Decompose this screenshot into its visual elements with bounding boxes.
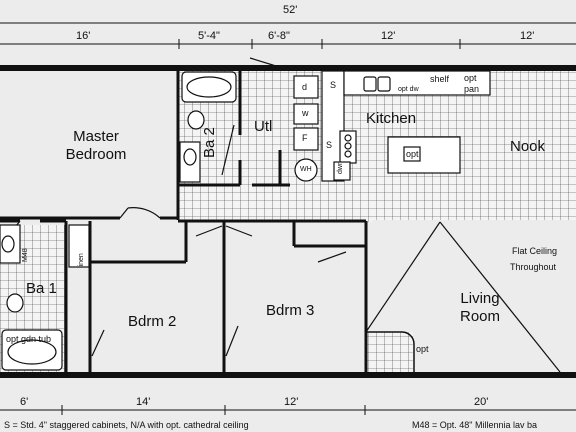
room-master-bedroom: Master Bedroom <box>46 128 146 164</box>
label-dwr: dwr <box>337 162 344 174</box>
bath1-fixtures <box>0 224 90 371</box>
label-linen: linen <box>78 253 85 268</box>
label-s-bottom: S <box>326 140 333 150</box>
label-opt-pan-2: pan <box>464 84 480 94</box>
bath2-fixtures <box>179 71 237 183</box>
legend-s: S = Std. 4" staggered cabinets, N/A with… <box>4 420 249 430</box>
room-nook: Nook <box>510 138 546 155</box>
dim-bottom-2: 14' <box>136 396 151 408</box>
dim-bottom-4: 20' <box>474 396 489 408</box>
label-shelf: shelf <box>430 74 450 84</box>
room-bath1: Ba 1 <box>26 280 57 297</box>
room-kitchen: Kitchen <box>366 110 417 127</box>
room-bath2: Ba 2 <box>201 127 218 158</box>
dim-bottom-3: 12' <box>284 396 299 408</box>
legend-m48: M48 = Opt. 48" Millennia lav ba <box>412 420 538 430</box>
dim-bottom-1: 6' <box>20 396 29 408</box>
label-furnace: F <box>302 133 308 143</box>
room-living-line1: Living <box>460 290 500 307</box>
room-bedroom3: Bdrm 3 <box>266 302 315 319</box>
room-living-room: Living Room <box>436 290 524 326</box>
label-opt-pan-1: opt <box>464 73 477 83</box>
interior-walls <box>0 68 368 372</box>
label-opt-dw: opt dw <box>398 86 419 93</box>
label-opt-fireplace: opt <box>416 344 429 354</box>
exterior-walls <box>0 65 576 378</box>
legend-m48-wrap: M48 = Opt. 48" Millennia lav ba <box>412 420 576 432</box>
room-utility: Utl <box>254 118 273 135</box>
dim-top-4: 12' <box>381 30 396 42</box>
dim-top-5: 12' <box>520 30 535 42</box>
label-washer: w <box>302 108 309 118</box>
room-master-line1: Master <box>73 128 119 145</box>
room-bedroom2: Bdrm 2 <box>128 313 177 330</box>
label-s-top: S <box>330 80 337 90</box>
room-living-line2: Room <box>459 308 500 325</box>
room-master-line2: Bedroom <box>65 146 127 163</box>
label-m48: M48 <box>22 248 29 262</box>
dim-overall: 52' <box>283 4 298 16</box>
note-flat-ceiling-1: Flat Ceiling <box>512 246 558 256</box>
door-swings <box>11 57 347 357</box>
label-dryer: d <box>302 82 308 92</box>
label-opt-gdn-tub: opt gdn tub <box>6 334 52 344</box>
dim-top-3: 6'-8" <box>268 30 290 42</box>
living-room-fixtures <box>365 221 561 373</box>
dim-top-2: 5'-4" <box>198 30 220 42</box>
dim-top-1: 16' <box>76 30 91 42</box>
utility-fixtures <box>293 75 319 182</box>
dimension-lines <box>0 22 576 415</box>
kitchen-fixtures <box>321 70 491 182</box>
label-island-opt: opt <box>406 149 419 159</box>
label-water-heater: WH <box>300 166 312 173</box>
note-flat-ceiling-2: Throughout <box>510 262 557 272</box>
